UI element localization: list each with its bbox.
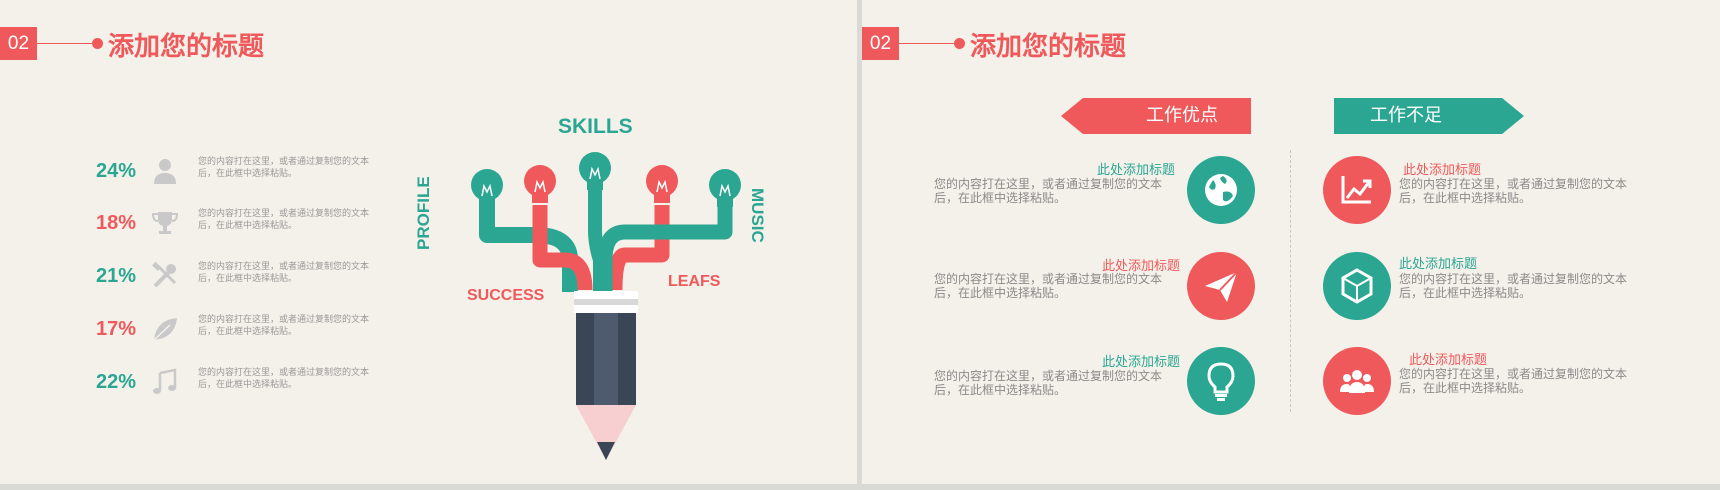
cons-label: 工作不足 [1370,105,1442,126]
paper-plane-icon [1205,271,1238,302]
ribbon-cons-label-wrap: 工作不足 [1334,98,1502,133]
ribbon-pros [1061,98,1251,134]
item-badge [1187,252,1255,320]
ribbon-cons [1334,98,1524,134]
row-description: 您的内容打在这里，或者通过复制您的文本后，在此框中选择粘贴。 [198,209,370,231]
tools-icon [152,261,177,288]
slide-pros-cons: 02 添加您的标题 [862,0,1720,484]
pencil-bulbs-illustration [471,152,741,460]
row-description: 您的内容打在这里，或者通过复制您的文本后，在此框中选择粘贴。 [198,368,370,390]
row-description: 您的内容打在这里，或者通过复制您的文本后，在此框中选择粘贴。 [198,315,370,337]
pencil [574,291,638,460]
branch-profile [479,205,578,292]
item-badge [1187,156,1255,224]
title-connector-line [37,43,93,44]
item-description: 您的内容打在这里，或者通过复制您的文本后，在此框中选择粘贴。 [1399,177,1628,205]
label-skills: SKILLS [558,115,633,138]
item-title: 此处添加标题 [1101,259,1180,274]
cube-icon [1341,268,1373,304]
item-description: 您的内容打在这里，或者通过复制您的文本后，在此框中选择粘贴。 [934,369,1163,397]
user-icon [154,159,176,184]
list-item: 18% 您的内容打在这里，或者通过复制您的文本后，在此框中选择粘贴。 [96,208,396,248]
label-music: MUSIC [748,188,767,243]
item-title: 此处添加标题 [1096,163,1175,178]
slide-skills: 02 添加您的标题 24% 您的内容打在这里，或者通过复制您的文本后，在此框中选… [0,0,857,484]
page-title: 添加您的标题 [108,32,265,62]
item-badge [1323,252,1391,320]
list-item: 24% 您的内容打在这里，或者通过复制您的文本后，在此框中选择粘贴。 [96,156,396,196]
item-title: 此处添加标题 [1403,163,1482,178]
label-leafs: LEAFS [668,273,721,290]
title-connector-dot [92,38,103,49]
bulb-profile [471,169,503,207]
music-note-icon [153,368,177,394]
item-description: 您的内容打在这里，或者通过复制您的文本后，在此框中选择粘贴。 [934,177,1163,205]
section-number: 02 [0,27,37,60]
center-divider [1290,150,1291,412]
list-item: 21% 您的内容打在这里，或者通过复制您的文本后，在此框中选择粘贴。 [96,261,396,301]
percent-value: 17% [96,318,137,340]
list-item: 17% 您的内容打在这里，或者通过复制您的文本后，在此框中选择粘贴。 [96,314,396,354]
label-success: SUCCESS [467,287,545,304]
people-icon [1340,370,1374,393]
lightbulb-icon [1207,362,1235,401]
section-number: 02 [862,27,899,60]
bulb-skills [579,152,611,190]
item-title: 此处添加标题 [1101,355,1180,370]
page-title: 添加您的标题 [970,32,1127,62]
ribbon-pros-label-wrap: 工作优点 [1140,98,1250,133]
bulb-leafs [646,165,678,203]
trophy-icon [151,212,179,234]
bulb-success [524,165,556,203]
percent-value: 22% [96,371,137,393]
item-badge [1323,347,1391,415]
bulb-music [709,169,741,207]
title-connector-line [899,43,955,44]
pros-label: 工作优点 [1146,105,1218,126]
globe-icon [1205,174,1237,206]
item-title: 此处添加标题 [1409,353,1488,368]
percent-value: 18% [96,212,137,234]
item-badge [1323,156,1391,224]
item-description: 您的内容打在这里，或者通过复制您的文本后，在此框中选择粘贴。 [1399,367,1628,395]
item-badge [1187,347,1255,415]
row-description: 您的内容打在这里，或者通过复制您的文本后，在此框中选择粘贴。 [198,262,370,284]
item-title: 此处添加标题 [1399,257,1478,272]
branch-music [597,205,733,292]
item-description: 您的内容打在这里，或者通过复制您的文本后，在此框中选择粘贴。 [934,272,1163,300]
label-profile: PROFILE [414,176,433,250]
item-description: 您的内容打在这里，或者通过复制您的文本后，在此框中选择粘贴。 [1399,272,1628,300]
row-description: 您的内容打在这里，或者通过复制您的文本后，在此框中选择粘贴。 [198,157,370,179]
percent-value: 24% [96,160,137,182]
branch-success [532,205,593,291]
percent-value: 21% [96,265,137,287]
trend-chart-icon [1341,176,1372,204]
branch-leafs [607,205,670,291]
list-item: 22% 您的内容打在这里，或者通过复制您的文本后，在此框中选择粘贴。 [96,367,396,407]
title-connector-dot [954,38,965,49]
leaf-icon [153,318,177,341]
